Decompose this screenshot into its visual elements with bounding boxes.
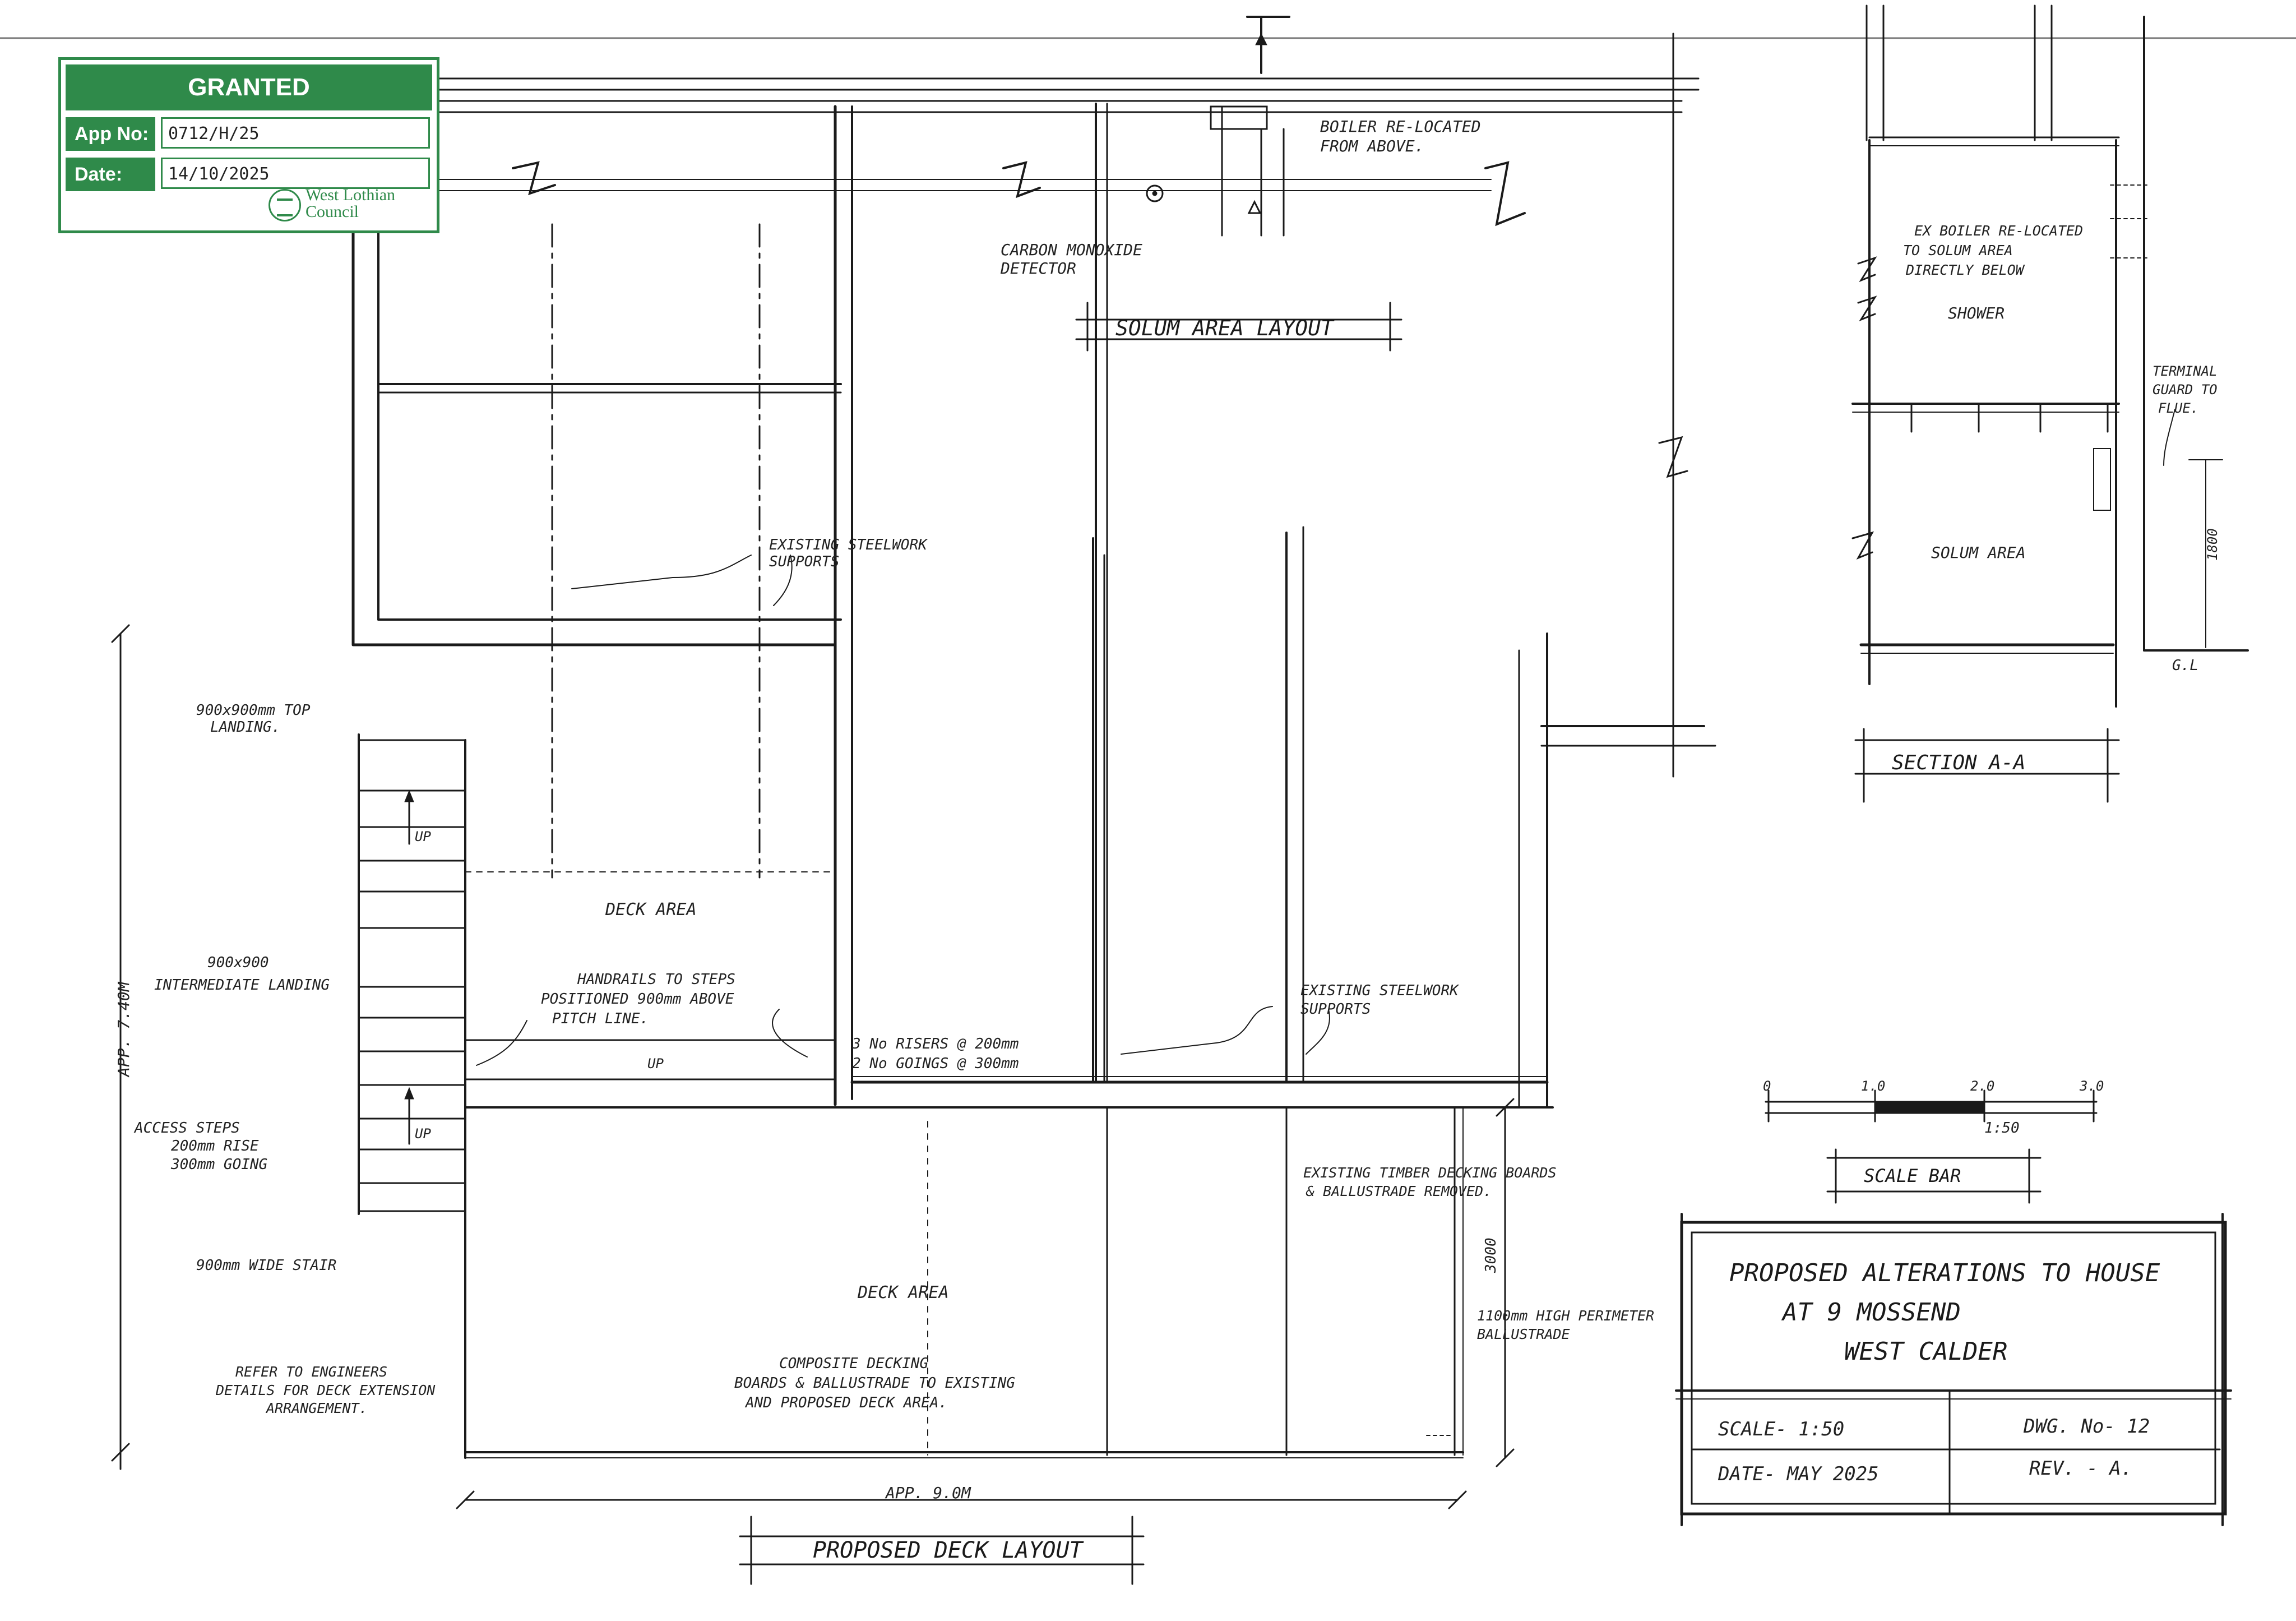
section-title: SECTION A-A [1892,751,2025,774]
svg-text:EXISTING TIMBER DECKING BOARDS: EXISTING TIMBER DECKING BOARDS [1303,1165,1557,1181]
existing-timber-note: EXISTING TIMBER DECKING BOARDS & BALLUST… [1303,1165,1557,1199]
boiler-relocated-note: BOILER RE-LOCATED FROM ABOVE. [1320,117,1481,155]
stamp-date-value: 14/10/2025 [161,158,430,189]
svg-text:ARRANGEMENT.: ARRANGEMENT. [265,1400,368,1416]
risers-note: 3 No RISERS @ 200mm 2 No GOINGS @ 300mm [851,1036,1019,1072]
drawing-revision: REV. - A. [2029,1457,2132,1480]
composite-decking-note: COMPOSITE DECKING BOARDS & BALLUSTRADE T… [734,1355,1015,1411]
svg-text:900x900mm TOP: 900x900mm TOP [196,702,311,719]
dimension-width: APP. 9.0M [885,1484,971,1502]
svg-text:AND PROPOSED DECK AREA.: AND PROPOSED DECK AREA. [744,1394,947,1411]
svg-text:BOARDS & BALLUSTRADE TO EXISTI: BOARDS & BALLUSTRADE TO EXISTING [734,1375,1015,1392]
svg-text:DIRECTLY BELOW: DIRECTLY BELOW [1905,262,2025,278]
svg-text:INTERMEDIATE LANDING: INTERMEDIATE LANDING [154,977,330,994]
svg-text:200mm RISE: 200mm RISE [171,1138,259,1154]
council-name: West Lothian Council [305,186,396,221]
wide-stair-note: 900mm WIDE STAIR [196,1257,336,1274]
svg-text:TERMINAL: TERMINAL [2152,363,2218,379]
svg-text:DETAILS FOR DECK EXTENSION: DETAILS FOR DECK EXTENSION [215,1382,436,1398]
svg-text:REFER TO ENGINEERS: REFER TO ENGINEERS [235,1364,387,1380]
stamp-app-label: App No: [66,117,155,151]
project-title-line3: WEST CALDER [1844,1337,2007,1366]
scale-ratio: 1:50 [1984,1120,2020,1137]
svg-text:SUPPORTS: SUPPORTS [1300,1001,1371,1018]
ground-level-label: G.L [2172,657,2198,674]
stamp-date-label: Date: [66,158,155,191]
existing-steelwork-note-2: EXISTING STEELWORK SUPPORTS [1300,982,1460,1018]
deck-layout-title: PROPOSED DECK LAYOUT [813,1537,1085,1563]
svg-text:GUARD TO: GUARD TO [2152,382,2218,398]
stair-up-label-2: UP [415,1126,431,1142]
scale-tick-2: 2.0 [1970,1078,1994,1094]
svg-text:COMPOSITE DECKING: COMPOSITE DECKING [779,1355,928,1372]
existing-steelwork-note-1: EXISTING STEELWORK SUPPORTS [769,537,928,570]
dimension-height: APP. 7.40M [114,981,133,1078]
drawing-scale: SCALE- 1:50 [1718,1418,1844,1440]
access-steps-note: ACCESS STEPS 200mm RISE 300mm GOING [133,1120,267,1173]
svg-text:3 No RISERS @ 200mm: 3 No RISERS @ 200mm [851,1036,1019,1052]
perimeter-ballustrade-note: 1100mm HIGH PERIMETER BALLUSTRADE [1477,1308,1654,1342]
svg-text:EX BOILER RE-LOCATED: EX BOILER RE-LOCATED [1914,223,2083,239]
terminal-guard-note: TERMINAL GUARD TO FLUE. [2152,363,2218,416]
svg-text:FROM ABOVE.: FROM ABOVE. [1320,137,1424,155]
svg-text:1100mm HIGH PERIMETER: 1100mm HIGH PERIMETER [1477,1308,1654,1324]
stamp-status: GRANTED [66,64,432,110]
deck-area-lower-label: DECK AREA [857,1283,949,1303]
svg-text:TO SOLUM AREA: TO SOLUM AREA [1903,242,2013,258]
council-logo-icon [269,189,301,221]
drawing-date: DATE- MAY 2025 [1718,1463,1879,1485]
svg-text:2 No GOINGS @ 300mm: 2 No GOINGS @ 300mm [852,1055,1019,1072]
svg-text:PITCH LINE.: PITCH LINE. [552,1010,649,1027]
drawing-number: DWG. No- 12 [2023,1415,2150,1438]
scale-tick-0: 0 [1763,1078,1771,1094]
refer-engineers-note: REFER TO ENGINEERS DETAILS FOR DECK EXTE… [215,1364,436,1416]
carbon-monoxide-note: CARBON MONOXIDE DETECTOR [1000,241,1142,278]
stamp-app-value: 0712/H/25 [161,117,430,149]
stair-up-label-1: UP [415,829,431,844]
svg-text:SUPPORTS: SUPPORTS [769,553,839,570]
section-solum-area-label: SOLUM AREA [1931,543,2026,562]
svg-text:BOILER RE-LOCATED: BOILER RE-LOCATED [1320,117,1481,136]
dimension-3000: 3000 [1483,1237,1499,1273]
svg-text:DETECTOR: DETECTOR [1000,259,1076,278]
step-up-label: UP [647,1056,664,1072]
intermediate-landing-note: 900x900 INTERMEDIATE LANDING [154,954,330,994]
svg-text:LANDING.: LANDING. [210,719,280,736]
scale-bar-title: SCALE BAR [1864,1165,1961,1186]
deck-area-upper-label: DECK AREA [605,900,697,920]
solum-layout-title: SOLUM AREA LAYOUT [1115,316,1335,340]
svg-text:EXISTING STEELWORK: EXISTING STEELWORK [769,537,928,553]
svg-text:HANDRAILS TO STEPS: HANDRAILS TO STEPS [577,971,735,988]
section-boiler-note: EX BOILER RE-LOCATED TO SOLUM AREA DIREC… [1903,223,2083,278]
svg-text:BALLUSTRADE: BALLUSTRADE [1477,1326,1570,1342]
svg-text:300mm GOING: 300mm GOING [170,1156,267,1173]
project-title-line1: PROPOSED ALTERATIONS TO HOUSE [1729,1259,2160,1287]
stamp-date-row: Date: 14/10/2025 [66,158,430,191]
handrails-note: HANDRAILS TO STEPS POSITIONED 900mm ABOV… [541,971,735,1027]
approval-stamp: GRANTED App No: 0712/H/25 Date: 14/10/20… [58,57,439,233]
svg-text:ACCESS STEPS: ACCESS STEPS [133,1120,240,1137]
svg-text:POSITIONED 900mm ABOVE: POSITIONED 900mm ABOVE [541,991,734,1008]
council-brand: West Lothian Council [269,187,414,223]
svg-text:900x900: 900x900 [207,954,269,971]
svg-text:EXISTING STEELWORK: EXISTING STEELWORK [1300,982,1460,999]
shower-label: SHOWER [1948,304,2005,322]
stamp-app-row: App No: 0712/H/25 [66,117,430,151]
svg-text:FLUE.: FLUE. [2158,400,2198,416]
dimension-1800: 1800 [2205,528,2220,561]
top-landing-note: 900x900mm TOP LANDING. [196,702,311,736]
project-title-line2: AT 9 MOSSEND [1781,1298,1961,1327]
scale-tick-3: 3.0 [2079,1078,2104,1094]
svg-text:CARBON MONOXIDE: CARBON MONOXIDE [1001,241,1142,259]
svg-text:& BALLUSTRADE REMOVED.: & BALLUSTRADE REMOVED. [1306,1183,1492,1199]
scale-tick-1: 1.0 [1861,1078,1885,1094]
